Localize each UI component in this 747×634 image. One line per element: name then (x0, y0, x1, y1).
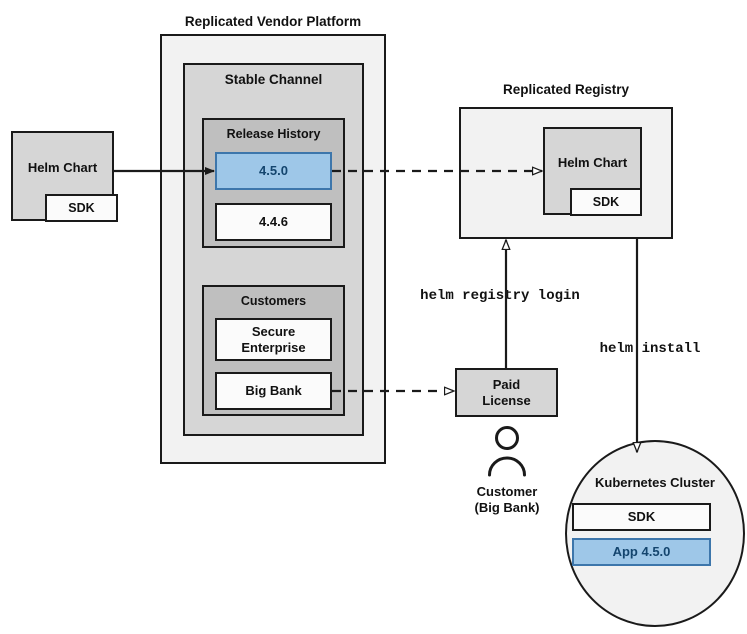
cluster-component-label: App 4.5.0 (612, 544, 671, 560)
cluster-component-sdk[interactable]: SDK (572, 503, 711, 531)
customer-item-secure-enterprise[interactable]: Secure Enterprise (215, 318, 332, 361)
paid-license-box: Paid License (455, 368, 558, 417)
customer-person-label: Customer (Big Bank) (448, 484, 566, 515)
registry-sdk-box: SDK (570, 188, 642, 216)
release-version-label: 4.4.6 (259, 214, 288, 230)
release-history-label: Release History (226, 127, 321, 141)
command-helm-install: helm install (599, 341, 701, 357)
release-item-4-4-6[interactable]: 4.4.6 (215, 203, 332, 241)
release-version-label: 4.5.0 (259, 163, 288, 179)
command-registry-login: helm registry login (420, 288, 580, 304)
registry-helm-chart-label: Helm Chart (557, 155, 628, 171)
vendor-platform-title: Replicated Vendor Platform (184, 14, 362, 29)
source-sdk-box: SDK (45, 194, 118, 222)
registry-title: Replicated Registry (502, 82, 630, 97)
person-icon (488, 426, 526, 477)
customers-label: Customers (240, 294, 307, 308)
registry-sdk-label: SDK (592, 194, 620, 209)
customer-name-label: Secure Enterprise (241, 324, 306, 355)
cluster-component-label: SDK (627, 509, 656, 525)
customer-item-big-bank[interactable]: Big Bank (215, 372, 332, 410)
paid-license-label: Paid License (482, 377, 531, 408)
source-sdk-label: SDK (68, 200, 95, 215)
kubernetes-cluster-label: Kubernetes Cluster (595, 475, 715, 490)
release-item-4-5-0[interactable]: 4.5.0 (215, 152, 332, 190)
cluster-component-app[interactable]: App 4.5.0 (572, 538, 711, 566)
stable-channel-label: Stable Channel (224, 72, 323, 87)
kubernetes-cluster-circle (565, 440, 745, 627)
customer-name-label: Big Bank (245, 383, 302, 399)
source-helm-chart-label: Helm Chart (27, 160, 98, 176)
customer-name-line2: (Big Bank) (474, 499, 540, 515)
customer-name-line1: Customer (476, 484, 538, 499)
